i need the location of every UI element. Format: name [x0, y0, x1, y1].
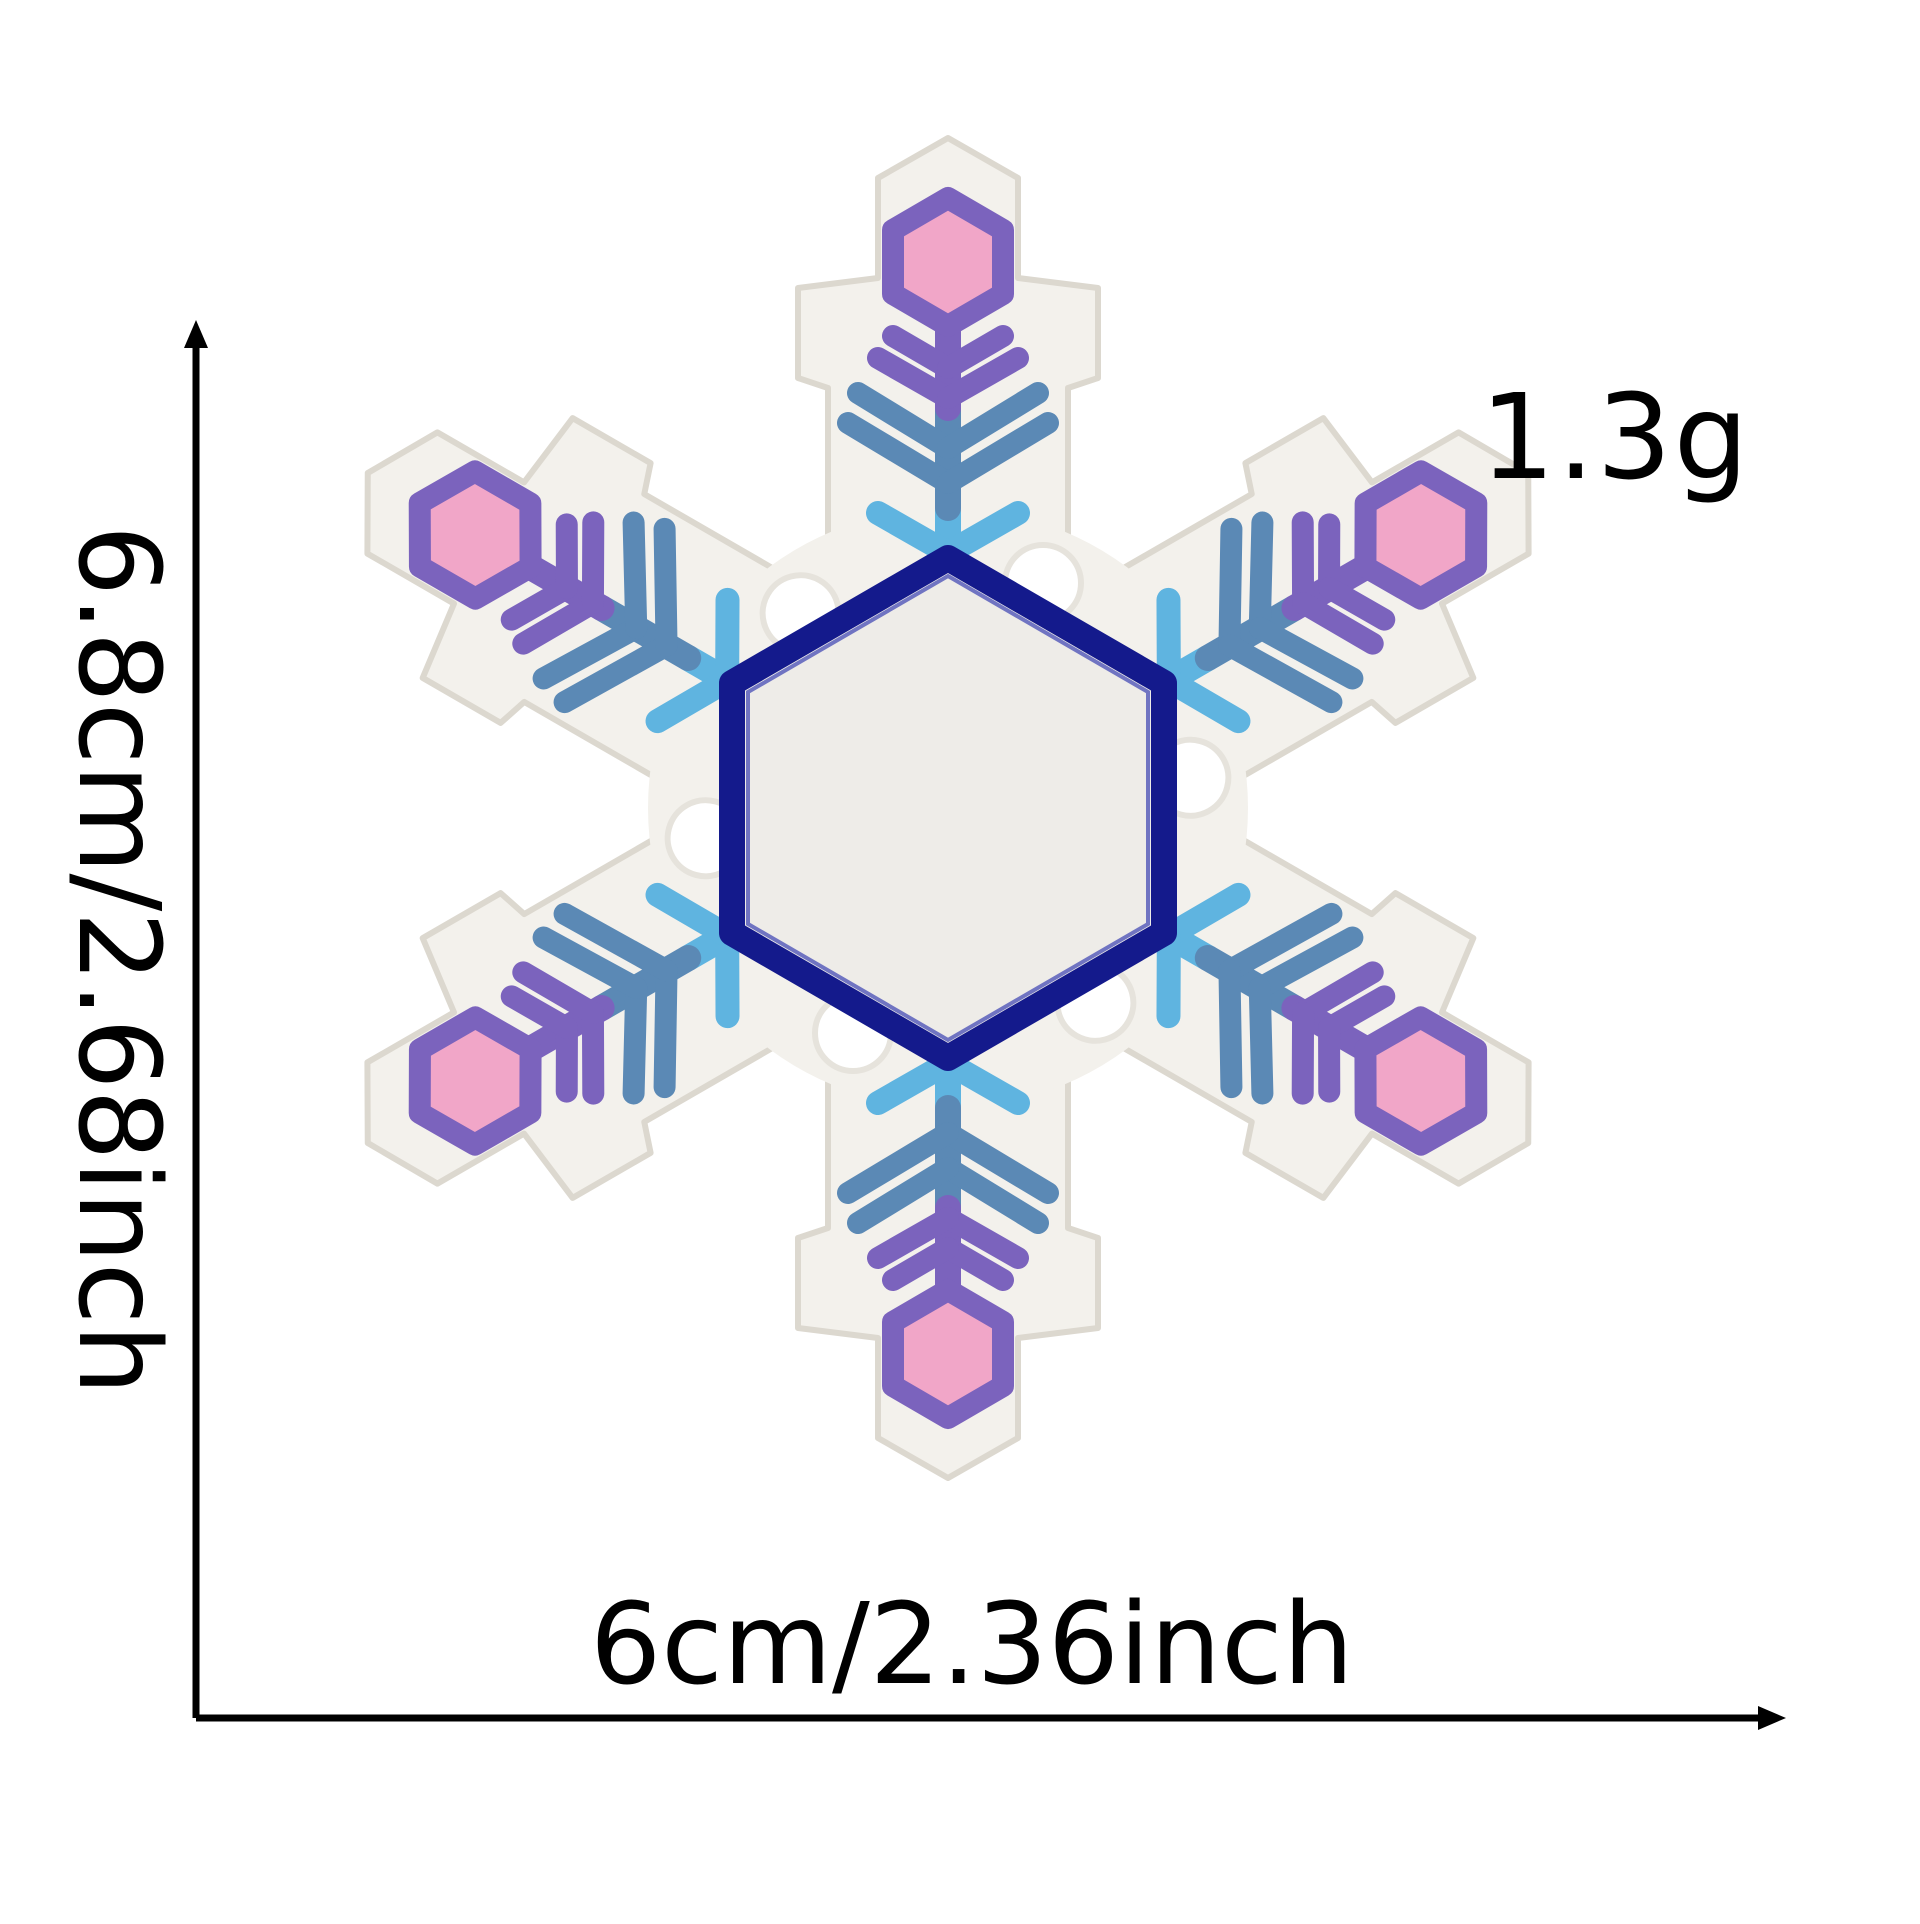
center-hexagon: [719, 545, 1177, 1071]
weight-label: 1.3g: [1480, 368, 1751, 506]
snowflake-patch: [293, 135, 1603, 1481]
dimension-arrows-icon: [184, 320, 1786, 1730]
height-dimension-label: 6.8cm/2.68inch: [53, 524, 183, 1396]
width-dimension-label: 6cm/2.36inch: [590, 1580, 1354, 1710]
